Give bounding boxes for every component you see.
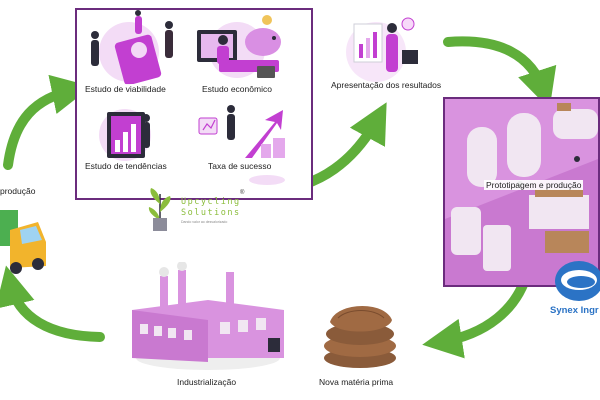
presentation-label: Apresentação dos resultados bbox=[331, 80, 442, 90]
arrow-to-prototype bbox=[443, 36, 557, 110]
partner-name: Synex Ingr bbox=[550, 305, 599, 316]
prototype-factory-illustration bbox=[445, 99, 598, 285]
production-label: produção bbox=[0, 186, 36, 196]
logo-solutions: Solutions bbox=[181, 208, 241, 218]
industrial-factory-illustration bbox=[132, 262, 284, 370]
logo-tagline: Dando valor ao desvalorizado bbox=[181, 220, 228, 224]
success-illustration bbox=[198, 105, 285, 185]
presentation-illustration bbox=[346, 17, 418, 82]
feasibility-illustration bbox=[91, 10, 173, 86]
logo-registered: ® bbox=[240, 190, 245, 196]
trends-label: Estudo de tendências bbox=[83, 161, 169, 171]
arrow-to-production bbox=[0, 265, 105, 342]
trends-illustration bbox=[99, 109, 151, 161]
delivery-truck-illustration bbox=[0, 210, 46, 274]
success-label: Taxa de sucesso bbox=[206, 161, 274, 171]
economic-label: Estudo econômico bbox=[200, 84, 274, 94]
industrialization-label: Industrialização bbox=[177, 377, 237, 387]
study-illustrations bbox=[91, 10, 285, 185]
arrow-to-study bbox=[3, 74, 92, 170]
prototype-label: Prototipagem e produção bbox=[484, 180, 584, 190]
economic-illustration bbox=[197, 15, 281, 78]
synex-logo-icon bbox=[555, 261, 600, 301]
upcycling-logo-icon bbox=[148, 188, 171, 231]
feasibility-label: Estudo de viabilidade bbox=[83, 84, 168, 94]
raw-material-label: Nova matéria prima bbox=[319, 377, 394, 387]
logo-upcycling: Upcycling bbox=[181, 197, 241, 207]
raw-material-sacks-illustration bbox=[324, 305, 396, 368]
